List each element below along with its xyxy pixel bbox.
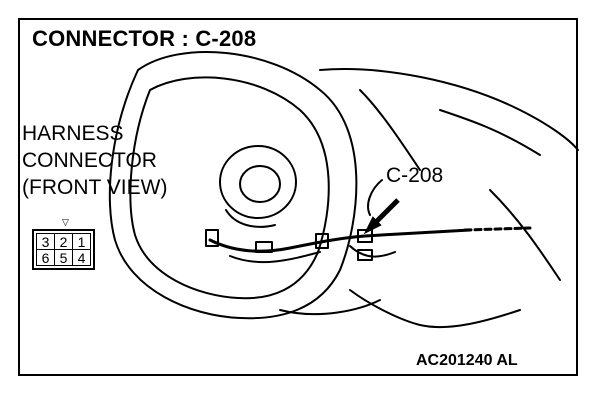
- steering-wheel-inner-rim: [129, 76, 330, 300]
- latch-marker-icon: ▽: [62, 217, 69, 227]
- clock-spring-inner: [239, 165, 281, 203]
- figure-id: AC201240 AL: [416, 352, 518, 369]
- dashboard-outline: [319, 68, 579, 151]
- harness-connector-label: HARNESS CONNECTOR (FRONT VIEW): [22, 120, 167, 201]
- connector-b: [255, 241, 273, 253]
- harness-label-line: (FRONT VIEW): [22, 176, 168, 199]
- page-title: CONNECTOR : C-208: [32, 26, 257, 51]
- connector-a: [205, 229, 219, 247]
- steering-column-illustration: [108, 50, 579, 329]
- harness-wire: [208, 228, 472, 253]
- connector-d: [357, 249, 373, 261]
- clock-spring-outer: [219, 145, 297, 219]
- diagram-frame: CONNECTOR : C-208 HARNESS CONNECTOR (FRO…: [18, 18, 579, 376]
- pin-cell: 1: [72, 233, 91, 250]
- connector-c: [315, 233, 329, 249]
- pin-cell: 5: [54, 249, 73, 266]
- connector-pinout: ▽ 3 2 1 6 5 4: [32, 218, 95, 270]
- harness-label-line: CONNECTOR: [22, 149, 157, 172]
- harness-label-line: HARNESS: [22, 122, 124, 145]
- connector-callout-label: C-208: [386, 164, 444, 187]
- pin-cell: 4: [72, 249, 91, 266]
- connector-c208: [357, 229, 373, 243]
- callout-leader: [367, 179, 383, 216]
- steering-wheel-rim: [108, 50, 358, 320]
- pin-cell: 2: [54, 233, 73, 250]
- pin-cell: 3: [36, 233, 55, 250]
- callout-arrow: [363, 198, 400, 235]
- pin-cell: 6: [36, 249, 55, 266]
